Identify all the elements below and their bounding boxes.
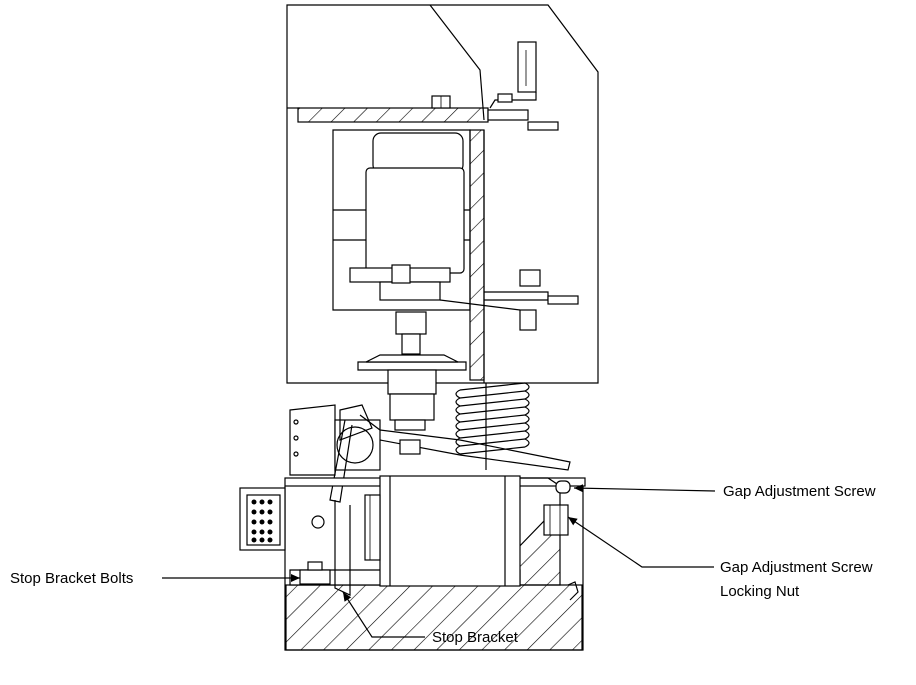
- main-coil: [364, 475, 521, 587]
- gap-adjustment-screw-part: [520, 477, 579, 601]
- center-bar: [469, 129, 485, 383]
- label-stop-bracket-bolts: Stop Bracket Bolts: [10, 570, 133, 587]
- leader-stop-bracket: [342, 591, 425, 638]
- leader-locking-nut: [567, 516, 714, 568]
- label-locking-nut-line1: Gap Adjustment Screw: [720, 559, 873, 576]
- label-stop-bracket: Stop Bracket: [432, 629, 519, 646]
- label-gap-adjustment-screw: Gap Adjustment Screw: [723, 483, 876, 500]
- top-nut: [431, 95, 451, 109]
- right-bracket: [439, 269, 579, 331]
- leader-gap-adjustment-screw: [573, 484, 716, 493]
- coil-assembly: [332, 129, 471, 311]
- connector-block: [239, 487, 286, 551]
- stop-bracket: [299, 500, 351, 596]
- linkage: [289, 404, 571, 503]
- spring: [455, 382, 530, 470]
- label-locking-nut-line2: Locking Nut: [720, 583, 800, 600]
- plunger-assembly: [357, 311, 467, 421]
- top-clip: [489, 41, 537, 109]
- top-plate: [297, 107, 559, 131]
